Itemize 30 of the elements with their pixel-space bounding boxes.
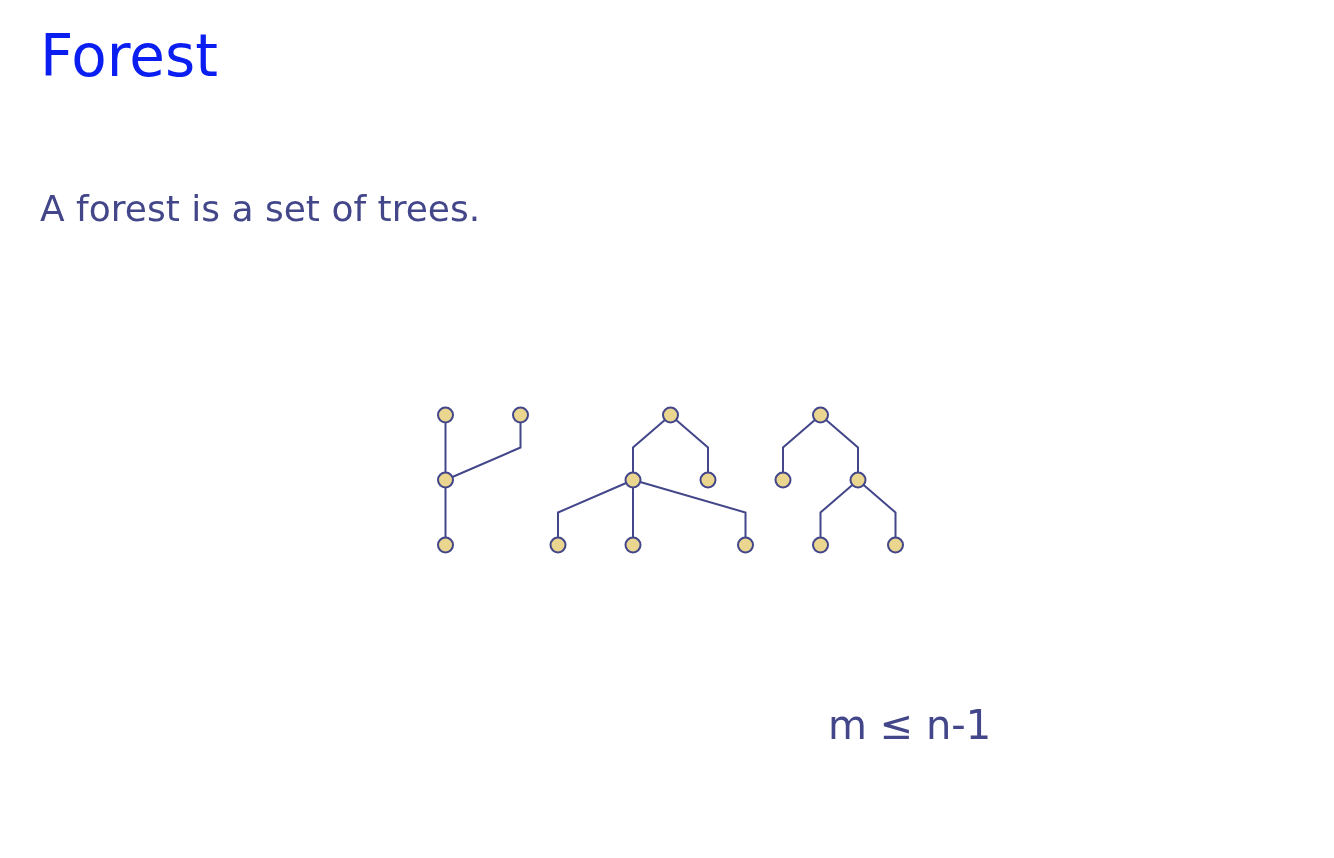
connector <box>862 483 896 539</box>
node-circle <box>436 536 454 554</box>
node-circle <box>624 471 641 489</box>
node-circle <box>436 406 454 424</box>
node-circle <box>849 471 866 489</box>
node-circle <box>661 406 679 424</box>
node-circle <box>736 536 754 554</box>
node-circle <box>774 471 791 489</box>
connector <box>819 483 853 539</box>
connector <box>631 418 666 474</box>
node-circle <box>511 406 529 424</box>
node-circle <box>886 536 904 554</box>
connector <box>450 421 521 478</box>
subtitle-text: A forest is a set of trees. <box>40 188 481 229</box>
connector <box>444 486 446 539</box>
connector <box>674 418 709 474</box>
connector <box>444 421 446 474</box>
connector <box>556 482 627 539</box>
connector <box>781 418 816 474</box>
connector <box>631 486 634 539</box>
node-circle <box>811 536 829 554</box>
node-circle <box>549 536 566 554</box>
connector <box>638 481 746 539</box>
node-circle <box>624 536 641 554</box>
connector <box>824 418 859 474</box>
node-circle <box>811 406 829 424</box>
node-circle <box>436 471 454 489</box>
formula-text: m ≤ n-1 <box>828 702 992 748</box>
node-circle <box>699 471 716 489</box>
title: Forest <box>40 22 218 90</box>
